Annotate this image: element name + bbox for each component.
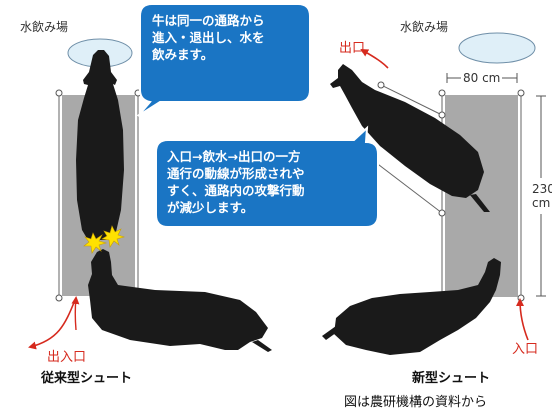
- cow-silhouette-entering-right: [322, 258, 501, 355]
- diagonal-gate-top-line: [380, 84, 443, 116]
- exit-label: 出口: [339, 41, 366, 56]
- callout-middle-line: 入口→飲水→出口の一方: [167, 149, 301, 164]
- water-trough-right: [458, 32, 536, 64]
- entrance-arrow: [516, 298, 529, 341]
- post: [438, 209, 446, 217]
- post: [517, 89, 525, 97]
- callout-middle-line: が減少します。: [167, 200, 254, 215]
- callout-middle: 入口→飲水→出口の一方 通行の動線が形成されや すく、通路内の攻撃行動 が減少し…: [167, 148, 305, 216]
- callout-top-line: 飲みます。: [152, 47, 214, 62]
- callout-top-line: 進入・退出し、水を: [152, 30, 265, 45]
- entry-exit-label: 出入口: [47, 350, 87, 365]
- post: [517, 294, 525, 302]
- length-unit: cm: [532, 196, 551, 210]
- water-station-label-left: 水飲み場: [20, 20, 69, 34]
- callout-middle-line: すく、通路内の攻撃行動: [167, 183, 305, 198]
- cow-silhouette-drinking: [76, 50, 124, 240]
- post: [55, 294, 63, 302]
- impact-spark: [83, 232, 108, 254]
- callout-top-bubble: [137, 3, 311, 117]
- entry-arrow-small: [71, 296, 80, 331]
- post: [438, 89, 446, 97]
- conventional-chute-caption: 従来型シュート: [41, 371, 133, 386]
- cow-silhouette-entering: [88, 249, 272, 352]
- impact-spark: [101, 225, 126, 248]
- callout-top-line: 牛は同一の通路から: [152, 13, 265, 28]
- callout-middle-bubble: [155, 125, 379, 228]
- length-dimension-label: 230 cm: [532, 183, 552, 209]
- source-note: 図は農研機構の資料から: [344, 395, 488, 410]
- cow-silhouette-exiting: [330, 64, 490, 212]
- callout-top: 牛は同一の通路から 進入・退出し、水を 飲みます。: [152, 12, 265, 63]
- post: [55, 89, 63, 97]
- water-station-label-right: 水飲み場: [400, 20, 449, 34]
- post: [438, 111, 446, 119]
- entry-exit-arrow: [28, 299, 76, 350]
- new-chute-caption: 新型シュート: [412, 371, 491, 386]
- callout-middle-line: 通行の動線が形成されや: [167, 166, 305, 181]
- post: [377, 81, 385, 89]
- exit-arrow: [360, 49, 389, 69]
- width-dimension-label: 80 cm: [461, 71, 503, 85]
- length-value: 230: [532, 182, 552, 196]
- entrance-label: 入口: [512, 342, 539, 357]
